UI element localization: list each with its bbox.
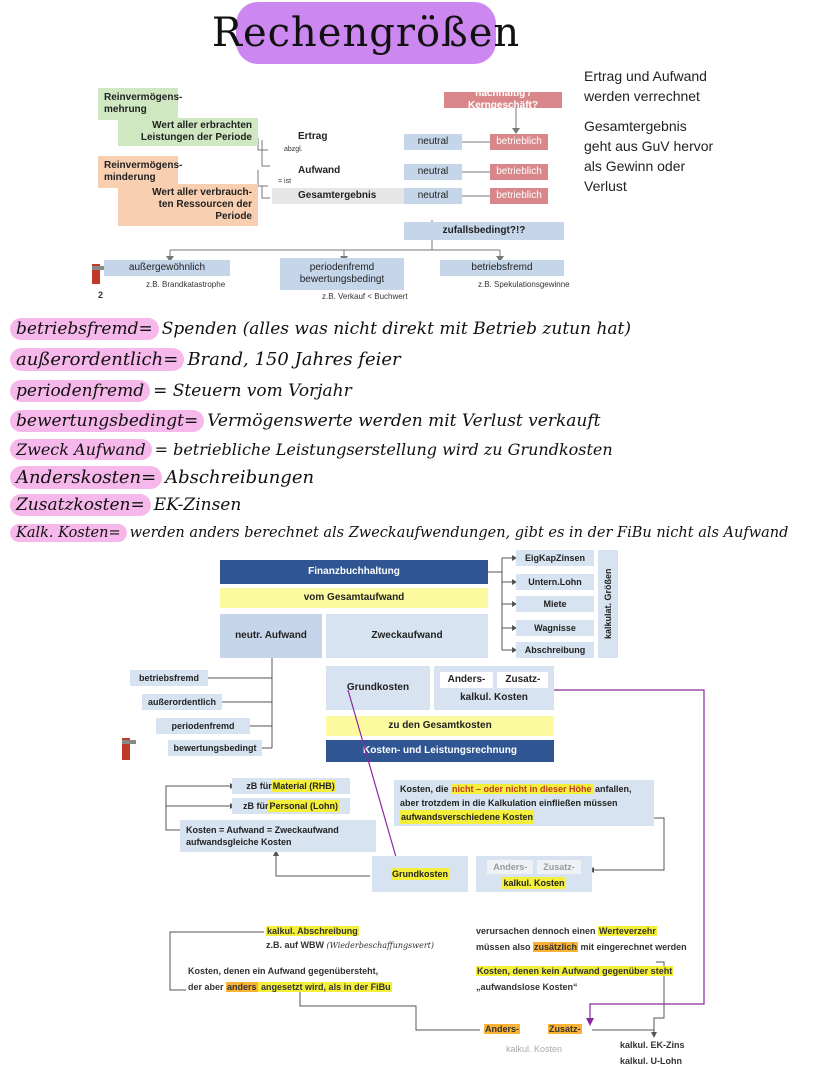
kalkul-ek-zins: kalkul. EK-Zins xyxy=(620,1040,685,1050)
reinvermoegens-mehrung: Reinvermögens- mehrung xyxy=(98,88,182,120)
neutral-item: periodenfremd xyxy=(156,718,250,734)
kalk-item: Abschreibung xyxy=(516,642,594,658)
betrieblich-gesamt: betrieblich xyxy=(490,188,548,204)
definition-term: außerordentlich= xyxy=(10,347,185,371)
kalk-item: Untern.Lohn xyxy=(516,574,594,590)
aufwandsverschiedene-kosten: Kosten, die nicht – oder nicht in dieser… xyxy=(394,780,654,826)
neutraler-aufwand: neutr. Aufwand xyxy=(220,614,322,658)
material-kosten: zB für Material (RHB) xyxy=(232,778,350,794)
wert-verbrauchte-ressourcen: Wert aller verbrauch- ten Ressourcen der… xyxy=(118,184,258,226)
reinvermoegens-minderung: Reinvermögens- minderung xyxy=(98,156,182,188)
definition-row: bewertungsbedingt= Vermögenswerte werden… xyxy=(10,408,600,434)
side-note-gesamtergebnis: Gesamtergebnis geht aus GuV hervor als G… xyxy=(584,118,714,194)
betrieblich-aufwand: betrieblich xyxy=(490,164,548,180)
anders-kosten-label: Anders- xyxy=(439,672,494,688)
kosten-leistungsrechnung-header: Kosten- und Leistungsrechnung xyxy=(326,740,554,762)
ist-label: = ist xyxy=(278,178,292,185)
page-title: Rechengrößen xyxy=(212,2,519,64)
definition-row: Anderskosten= Abschreibungen xyxy=(10,464,314,490)
kalkul-u-lohn: kalkul. U-Lohn xyxy=(620,1056,683,1066)
definition-text: EK-Zinsen xyxy=(153,495,242,515)
definition-term: Zweck Aufwand xyxy=(10,438,152,460)
kalkul-kosten-bottom: kalkul. Kosten xyxy=(506,1044,563,1054)
definition-text: Brand, 150 Jahres feier xyxy=(187,348,401,370)
category-aussergewoehnlich: außergewöhnlich xyxy=(104,260,230,276)
personal-kosten: zB für Personal (Lohn) xyxy=(232,798,350,814)
zusatz-kosten-label: Zusatz- xyxy=(497,672,549,688)
grundkosten-box: Grundkosten xyxy=(372,856,468,892)
aufwandsgleiche-kosten: Kosten = Aufwand = Zweckaufwand aufwands… xyxy=(180,820,376,852)
wert-erbrachte-leistungen: Wert aller erbrachten Leistungen der Per… xyxy=(118,118,258,146)
neutral-item: betriebsfremd xyxy=(130,670,208,686)
category-betriebsfremd: betriebsfremd xyxy=(440,260,564,276)
example-spekulationsgewinne: z.B. Spekulationsgewinne xyxy=(478,280,570,289)
zusatz-label: Zusatz- xyxy=(537,859,581,874)
neutral-item: außerordentlich xyxy=(142,694,222,710)
finanzbuchhaltung-header: Finanzbuchhaltung xyxy=(220,560,488,584)
aufwand-label: Aufwand xyxy=(298,165,341,176)
kalkul-abschreibung: kalkul. Abschreibung xyxy=(266,926,359,936)
abzgl-label: abzgl. xyxy=(284,146,303,153)
definition-text: Spenden (alles was nicht direkt mit Betr… xyxy=(161,319,632,339)
aufwandslose-kosten: Kosten, denen kein Aufwand gegenüber ste… xyxy=(476,966,674,992)
neutral-item: bewertungsbedingt xyxy=(168,740,262,756)
vom-gesamtaufwand: vom Gesamtaufwand xyxy=(220,588,488,608)
definition-term: Zusatzkosten= xyxy=(10,494,151,516)
page-number: 2 xyxy=(98,290,104,300)
betrieblich-ertrag: betrieblich xyxy=(490,134,548,150)
definition-text: Vermögenswerte werden mit Verlust verkau… xyxy=(207,411,601,431)
definition-term: Kalk. Kosten= xyxy=(10,524,127,542)
kalk-item: Miete xyxy=(516,596,594,612)
neutral-ertrag: neutral xyxy=(404,134,462,150)
definition-row: periodenfremd = Steuern vom Vorjahr xyxy=(10,378,352,404)
kalkul-kosten-box: Anders- Zusatz- kalkul. Kosten xyxy=(476,856,592,892)
ertrag-label: Ertrag xyxy=(298,131,328,142)
werteverzehr: verursachen dennoch einen Werteverzehr m… xyxy=(476,926,687,952)
kalkulatorische-kosten: Anders- Zusatz- kalkul. Kosten xyxy=(434,666,554,710)
definition-row: Kalk. Kosten= werden anders berechnet al… xyxy=(10,520,788,546)
side-note-verrechnet: Ertrag und Aufwand werden verrechnet xyxy=(584,68,707,104)
zb-wbw: z.B. auf WBW (Wiederbeschaffungswert) xyxy=(266,940,434,950)
anders-label: Anders- xyxy=(487,859,534,874)
example-brandkatastrophe: z.B. Brandkatastrophe xyxy=(146,280,226,289)
definition-row: Zusatzkosten= EK-Zinsen xyxy=(10,492,241,518)
kalk-item: Wagnisse xyxy=(516,620,594,636)
neutral-gesamt: neutral xyxy=(404,188,462,204)
category-periodenfremd: periodenfremd bewertungsbedingt xyxy=(280,258,404,290)
example-verkauf-buchwert: z.B. Verkauf < Buchwert xyxy=(322,292,408,301)
zweckaufwand: Zweckaufwand xyxy=(326,614,488,658)
anders-bottom: Anders- xyxy=(484,1024,521,1034)
definition-term: betriebsfremd= xyxy=(10,318,159,340)
definition-term: periodenfremd xyxy=(10,380,151,402)
definition-row: betriebsfremd= Spenden (alles was nicht … xyxy=(10,316,631,342)
definition-text: werden anders berechnet als Zweckaufwend… xyxy=(129,525,789,541)
neutral-aufwand: neutral xyxy=(404,164,462,180)
kalk-item: EigKapZinsen xyxy=(516,550,594,566)
gesamtergebnis-label: Gesamtergebnis xyxy=(272,188,406,204)
nachhaltig-kerngeschaeft: nachhaltig / Kerngeschäft? xyxy=(444,88,562,111)
kosten-anders-angesetzt: Kosten, denen ein Aufwand gegenübersteht… xyxy=(188,966,392,992)
zufallsbedingt: zufallsbedingt?!? xyxy=(404,222,564,240)
definition-term: bewertungsbedingt= xyxy=(10,410,205,432)
zusatz-bottom: Zusatz- xyxy=(548,1024,582,1034)
definition-row: Zweck Aufwand = betriebliche Leistungser… xyxy=(10,436,613,462)
definition-text: = betriebliche Leistungserstellung wird … xyxy=(154,439,613,459)
grundkosten: Grundkosten xyxy=(326,666,430,710)
definition-row: außerordentlich= Brand, 150 Jahres feier xyxy=(10,346,401,372)
definition-text: = Steuern vom Vorjahr xyxy=(153,381,352,401)
definition-text: Abschreibungen xyxy=(165,466,315,488)
zu-den-gesamtkosten: zu den Gesamtkosten xyxy=(326,716,554,736)
definition-term: Anderskosten= xyxy=(10,465,163,489)
